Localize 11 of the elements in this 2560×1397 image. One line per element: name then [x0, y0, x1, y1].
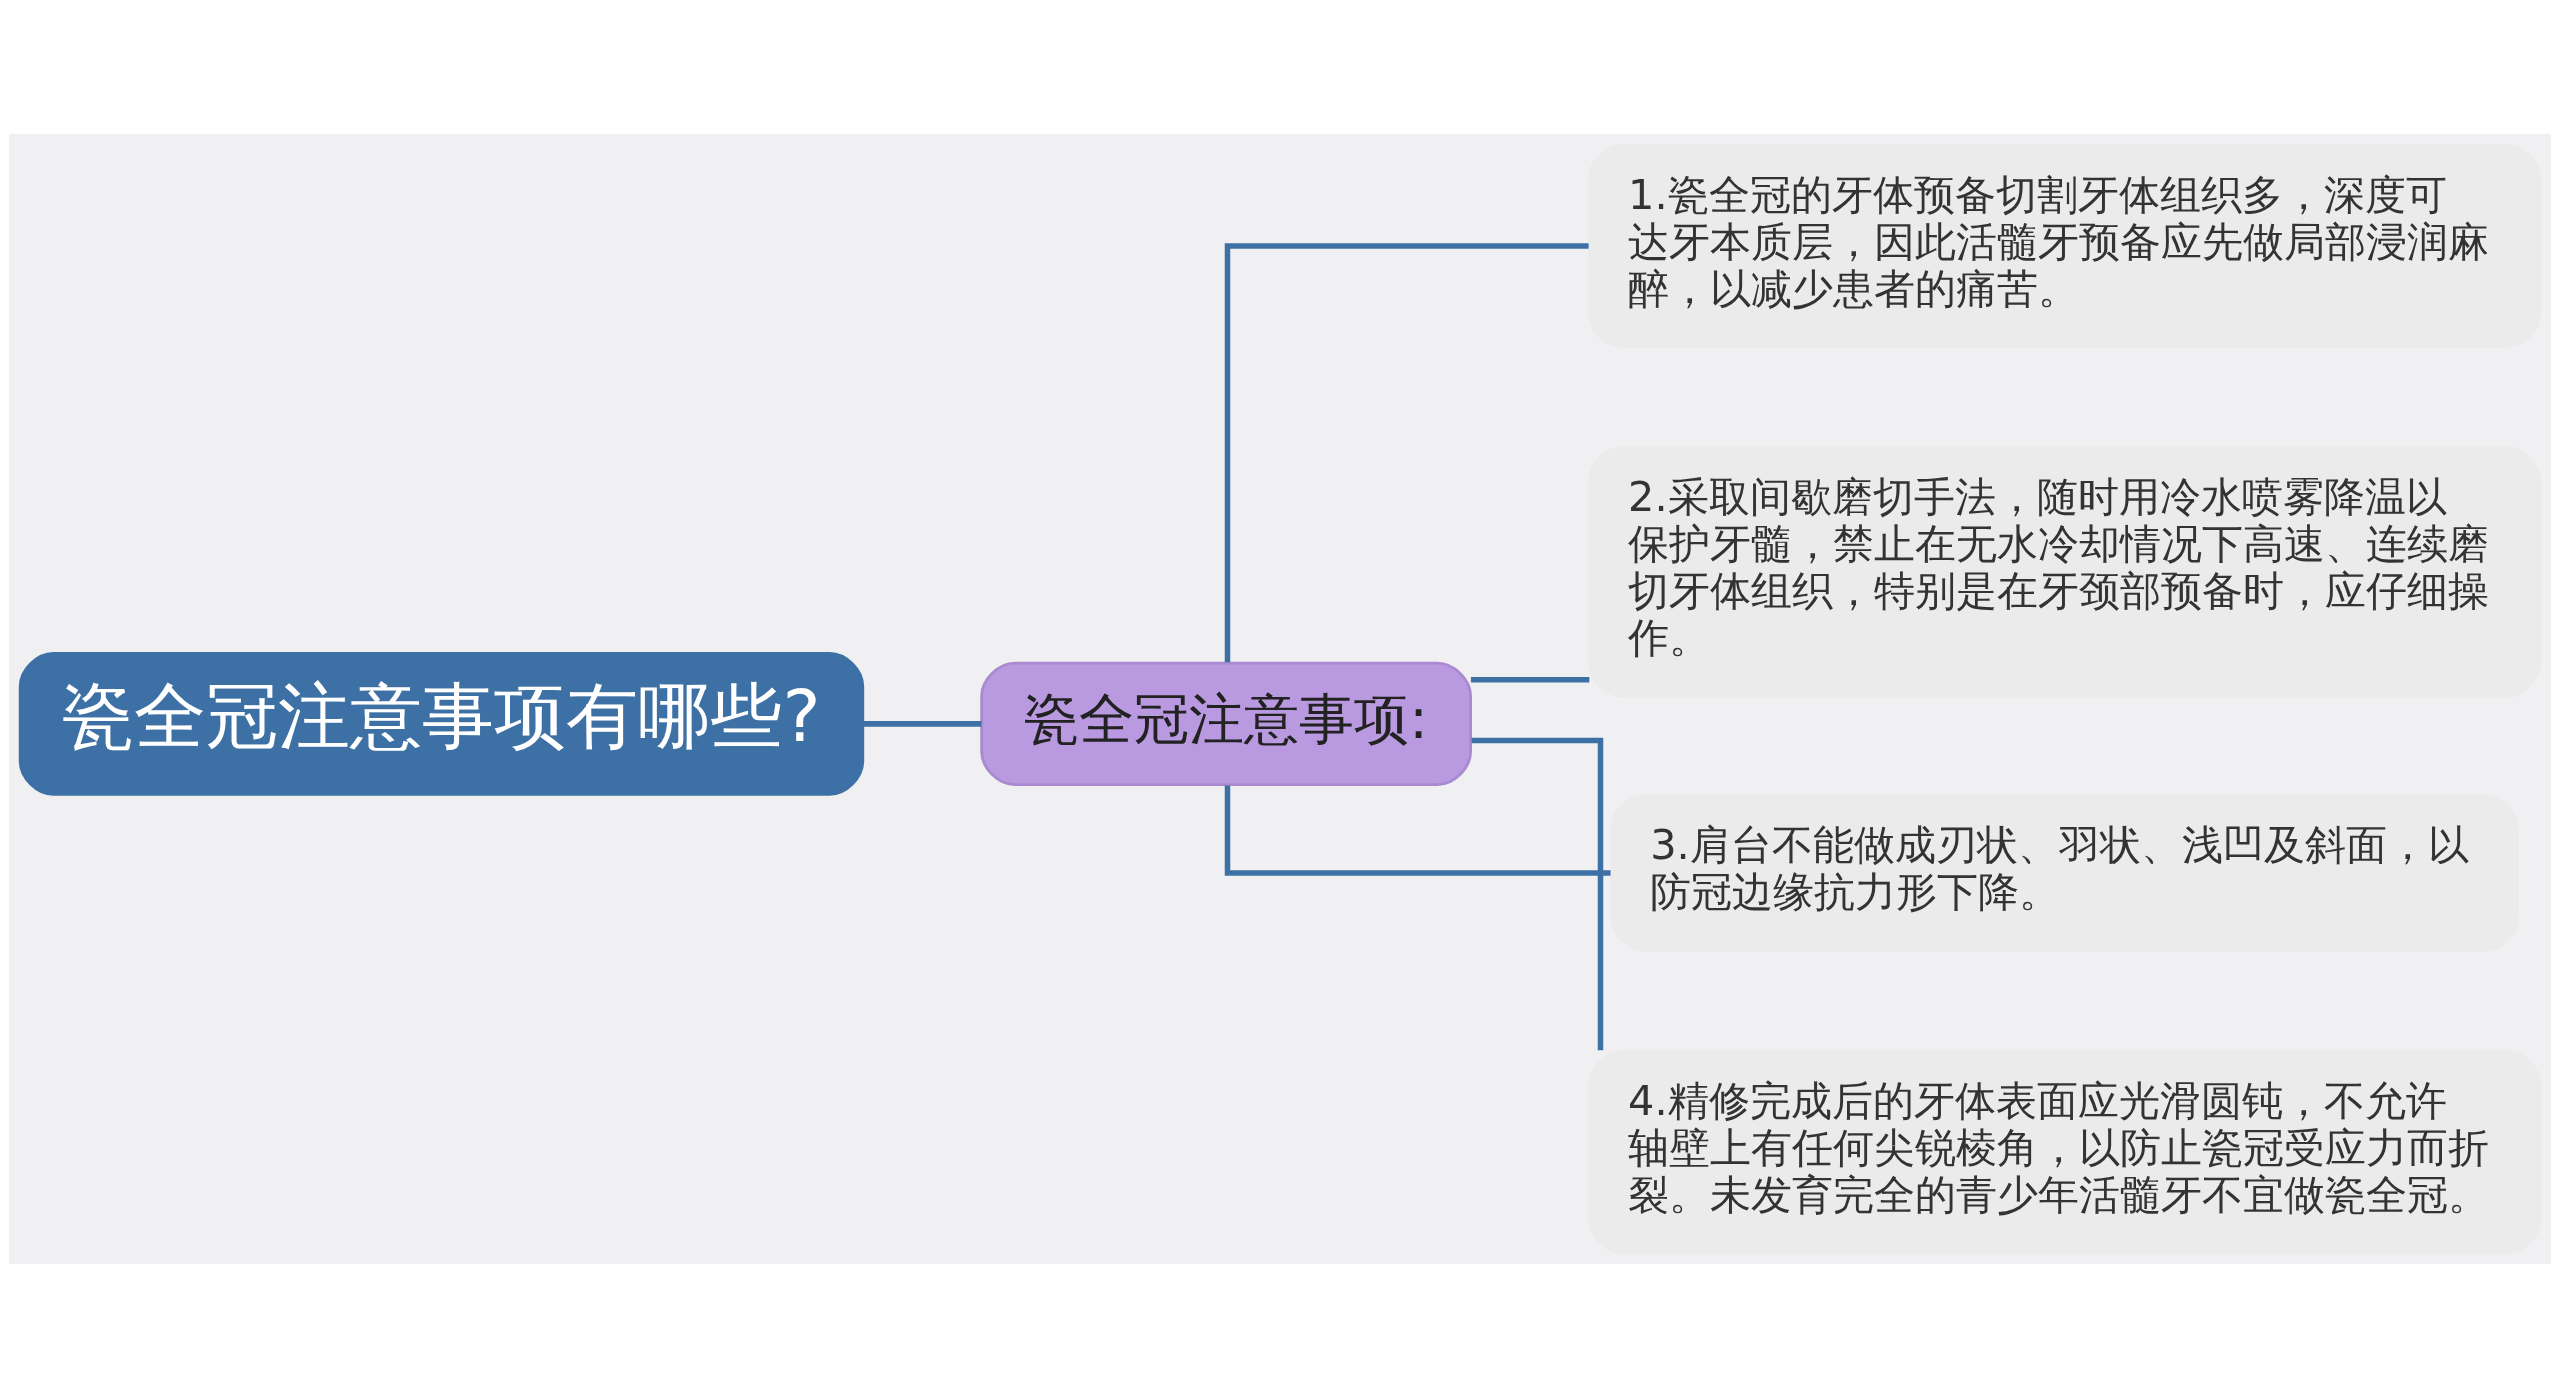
- node-box: 2.采取间歇磨切手法，随时用冷水喷雾降温以保护牙髓，禁止在无水冷却情况下高速、连续磨切牙体组织，特别是在牙颈部预备时，应仔细操作。: [1588, 445, 2542, 698]
- node-box: 瓷全冠注意事项:: [980, 661, 1473, 786]
- connector: [1470, 676, 1590, 682]
- connector: [1471, 737, 1604, 1050]
- connector: [1224, 242, 1589, 662]
- connector: [1224, 784, 1611, 876]
- node-box: 1.瓷全冠的牙体预备切割牙体组织多，深度可达牙本质层，因此活髓牙预备应先做局部浸润麻醉，以减少患者的痛苦。: [1588, 143, 2542, 348]
- node-box: 瓷全冠注意事项有哪些?: [18, 651, 865, 796]
- node-box: 4.精修完成后的牙体表面应光滑圆钝，不允许轴壁上有任何尖锐棱角，以防止瓷冠受应力而折裂。未发育完全的青少年活髓牙不宜做瓷全冠。: [1588, 1049, 2542, 1254]
- node-box: 3.肩台不能做成刃状、羽状、浅凹及斜面，以防冠边缘抗力形下降。: [1610, 793, 2520, 952]
- connector: [863, 720, 982, 727]
